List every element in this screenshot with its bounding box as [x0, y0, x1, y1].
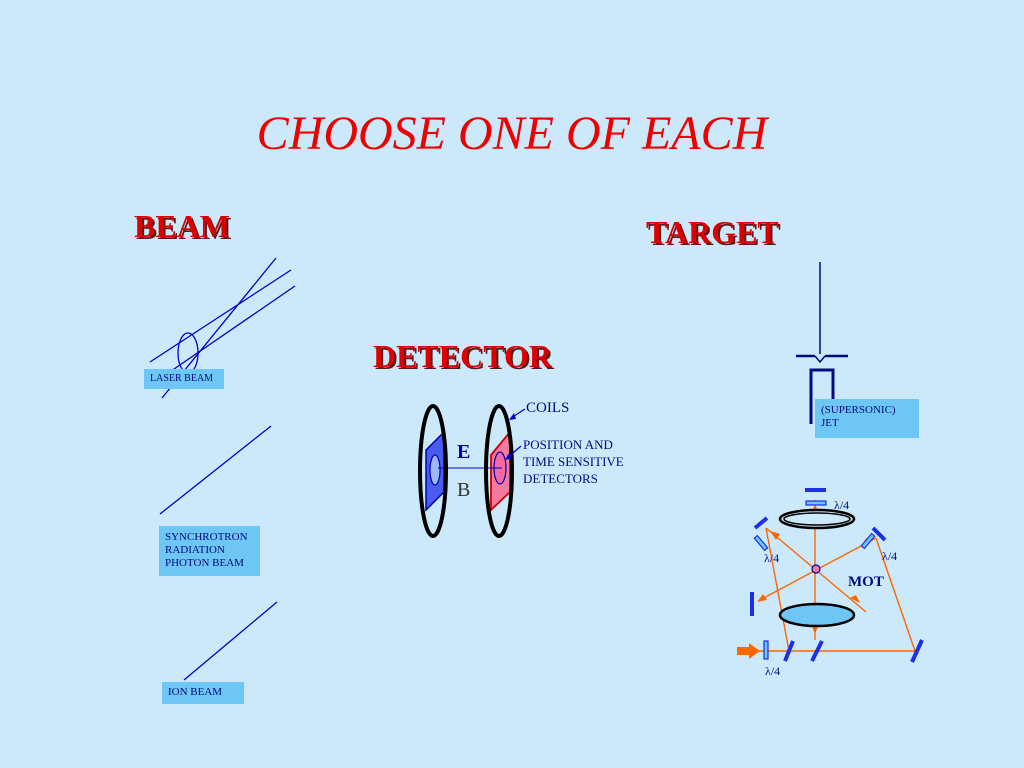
- psd-label-line-1: POSITION AND: [523, 437, 613, 452]
- b-field-label: B: [457, 479, 471, 501]
- mot-arrow-upper-left: [770, 531, 780, 540]
- mot-left-waveplate: [753, 534, 769, 552]
- synchrotron-label-box: SYNCHROTRON RADIATION PHOTON BEAM: [159, 526, 260, 576]
- jet-diagram: [796, 262, 848, 424]
- mot-arrow-left: [757, 594, 767, 602]
- mot-upper-left-mirror: [753, 516, 769, 530]
- left-coil: [418, 404, 448, 538]
- jet-label-box: (SUPERSONIC) JET: [815, 399, 919, 438]
- mot-right-waveplate: [860, 532, 876, 550]
- e-field-label: E: [457, 441, 471, 463]
- mot-input-laser-head: [749, 643, 760, 659]
- mot-arrow-lower-right: [850, 595, 860, 603]
- detector-heading: DETECTOR: [373, 338, 553, 374]
- psd-label-line-2: TIME SENSITIVE: [523, 454, 624, 469]
- psd-pointer-head: [505, 453, 512, 460]
- synchrotron-label-line-2: RADIATION: [165, 544, 225, 556]
- left-detector-hole: [429, 454, 441, 486]
- right-coil: [484, 404, 514, 538]
- psd-label: POSITION AND TIME SENSITIVE DETECTORS: [523, 436, 624, 487]
- ion-beam-line: [183, 601, 278, 681]
- mot-bottom-waveplate: [763, 640, 769, 660]
- laser-line-shallow: [157, 285, 296, 381]
- detector-diagram: [418, 404, 526, 538]
- mot-input-laser-body: [737, 647, 749, 655]
- waveplate-label-left: λ/4: [764, 551, 780, 565]
- skimmer-tip: [814, 355, 826, 364]
- laser-line-mid: [149, 269, 292, 363]
- beam-heading: BEAM: [134, 208, 230, 244]
- coils-label: COILS: [526, 400, 570, 416]
- nozzle-body: [809, 368, 835, 424]
- synchrotron-label-line-1: SYNCHROTRON: [165, 531, 248, 543]
- target-heading: TARGET: [646, 214, 779, 250]
- jet-label-line-2: JET: [821, 417, 839, 429]
- mot-lower-coil: [778, 602, 856, 628]
- mot-upper-coil-inner: [783, 512, 851, 526]
- psd-label-line-3: DETECTORS: [523, 471, 598, 486]
- mot-top-waveplate: [805, 500, 827, 506]
- ion-beam-label: ION BEAM: [162, 682, 244, 704]
- mot-label: MOT: [848, 574, 884, 590]
- page-title: CHOOSE ONE OF EACH: [256, 107, 768, 160]
- mot-right-return-beam: [875, 537, 916, 652]
- mot-left-return-beam: [765, 527, 790, 652]
- waveplate-label-bottom: λ/4: [765, 664, 781, 678]
- synchrotron-label-line-3: PHOTON BEAM: [165, 557, 244, 569]
- waveplate-label-top: λ/4: [834, 498, 850, 512]
- jet-label-line-1: (SUPERSONIC): [821, 404, 896, 416]
- mot-bottom-mirror-1: [783, 640, 795, 662]
- mot-bottom-mirror-2: [810, 640, 824, 662]
- mot-upper-right-mirror: [871, 526, 887, 542]
- mot-atom-cloud: [811, 564, 821, 574]
- waveplate-label-right: λ/4: [882, 549, 898, 563]
- mot-diagram: [737, 488, 924, 663]
- mot-right-mirror: [910, 639, 924, 663]
- laser-beam-label: LASER BEAM: [144, 369, 224, 389]
- synchrotron-beam-line: [159, 425, 272, 515]
- coils-pointer-head: [509, 413, 516, 420]
